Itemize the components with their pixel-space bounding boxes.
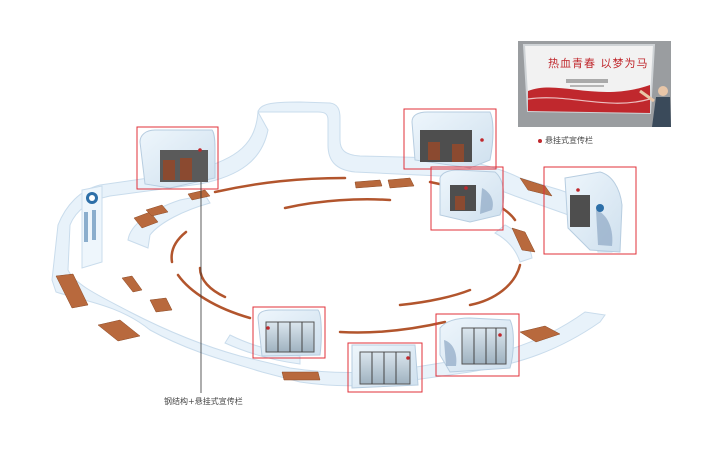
highlight-box-3 [430,166,504,231]
kiosk-bottom-center [351,344,419,389]
label-steel-hanging-text: 钢结构+悬挂式宣传栏 [164,397,243,406]
highlight-box-6 [347,342,423,393]
highlight-boxes [136,108,637,393]
kiosk-bottom-right [439,317,514,373]
highlight-box-7 [435,313,520,377]
label-hanging-board: 悬挂式宣传栏 [538,135,593,146]
kiosk-top-left [139,129,216,189]
bullet-dot [538,139,542,143]
kiosk-far-right [564,171,623,253]
sign-board [81,185,103,269]
inset-photo: 热血青春 以梦为马 [518,41,671,127]
highlight-box-2 [403,108,497,170]
label-hanging-board-text: 悬挂式宣传栏 [545,136,593,145]
label-steel-hanging: 钢结构+悬挂式宣传栏 [164,396,243,407]
wood-benches [55,177,561,381]
highlight-box-1 [136,126,219,190]
kiosk-bottom-left [257,309,322,357]
kiosk-top-center [411,111,494,169]
photo-banner-text: 热血青春 以梦为马 [548,57,649,70]
highlight-box-5 [252,306,326,359]
kiosk-right-center [439,169,505,223]
highlight-box-4 [543,166,637,255]
